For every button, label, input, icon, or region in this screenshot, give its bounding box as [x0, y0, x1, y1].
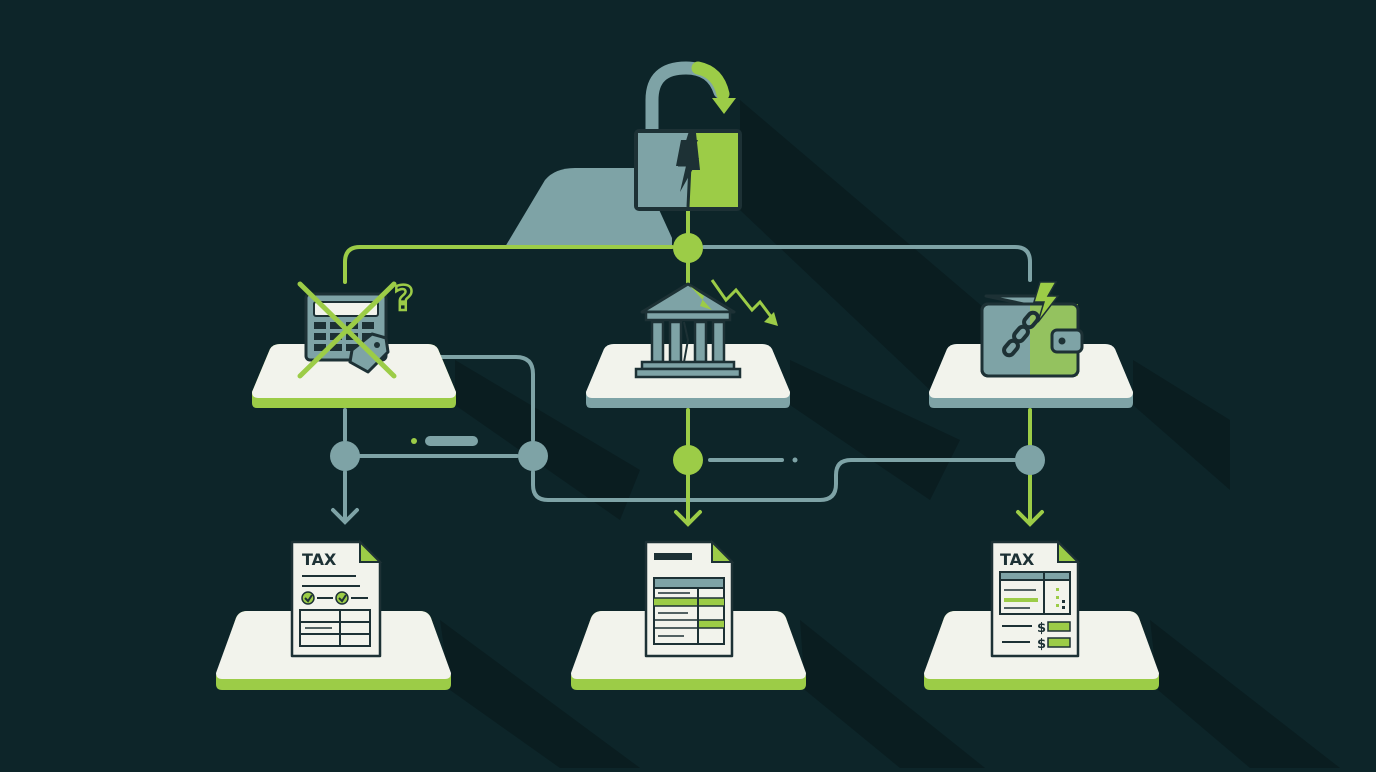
dot-green — [411, 438, 417, 444]
center-arrowhead — [674, 510, 702, 527]
bottom-left-shadow — [440, 620, 640, 768]
center-hub — [673, 445, 703, 475]
tax-ledger-document-icon — [644, 539, 735, 658]
question-mark: ? — [394, 279, 414, 319]
bottom-right-shadow — [1150, 620, 1340, 768]
dollar-sign-1: $ — [1037, 621, 1046, 636]
cracked-bank-falling-arrow-icon — [634, 279, 778, 379]
top-right-branch — [702, 245, 1032, 282]
top-left-branch — [343, 245, 674, 284]
left-arrowhead — [331, 508, 359, 525]
right-platform-shadow — [1133, 360, 1230, 490]
dollar-sign-2: $ — [1037, 637, 1046, 652]
left-junction — [518, 441, 548, 471]
bottom-center-shadow — [800, 620, 985, 768]
crossed-out-calculator-price-tag-icon: ? — [297, 278, 415, 379]
tax-form-dollar-icon: TAX $ $ — [990, 539, 1081, 658]
slate-mound — [505, 168, 672, 247]
left-hub — [330, 441, 360, 471]
right-hub — [1015, 445, 1045, 475]
tax-form-checkmarks-icon: TAX — [290, 539, 383, 658]
left-loop — [438, 355, 535, 442]
left-platform-shadow — [455, 360, 640, 520]
shadows — [440, 100, 1340, 768]
top-hub — [673, 233, 703, 263]
wallet-broken-chain-icon — [980, 281, 1084, 378]
center-platform-shadow — [790, 360, 960, 500]
broken-padlock-icon — [634, 61, 742, 211]
left-to-right-bus — [531, 458, 1017, 502]
right-arrowhead — [1016, 510, 1044, 527]
middle-platform-left — [252, 344, 456, 408]
dot-small — [792, 457, 798, 463]
dash-pill — [425, 436, 478, 446]
tax-heading-right: TAX — [1000, 550, 1035, 569]
connectors — [331, 206, 1044, 527]
tax-heading-left: TAX — [302, 550, 337, 569]
